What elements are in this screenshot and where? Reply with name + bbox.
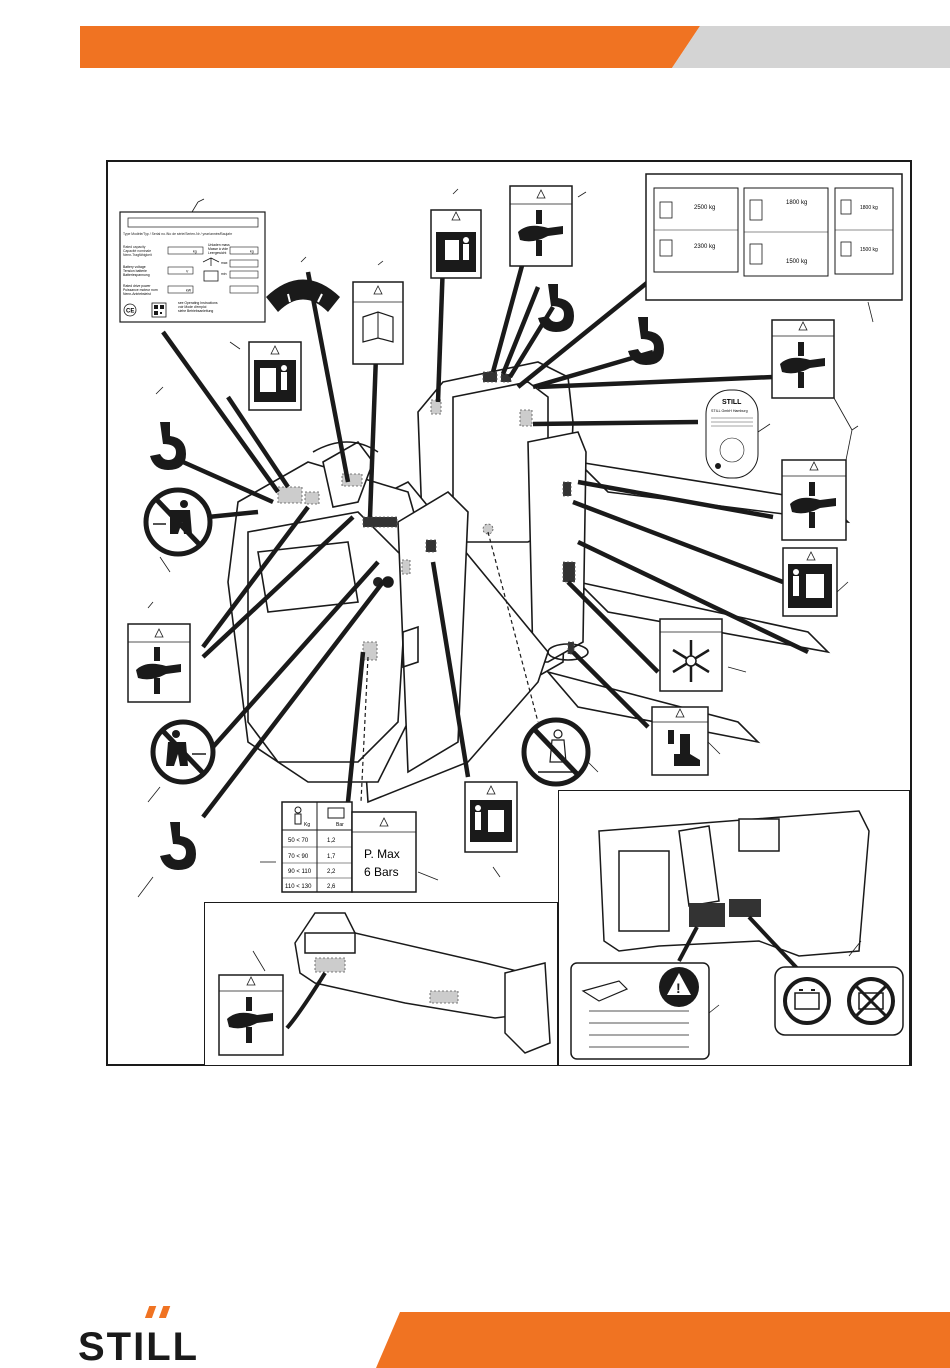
header-gray-bar (672, 26, 950, 68)
svg-text:min: min (221, 272, 227, 276)
key-switch-label (266, 256, 340, 312)
svg-text:CE: CE (126, 309, 134, 315)
dashed-leaders (360, 531, 539, 803)
truck-decal-drawing: Type Modèle/Typ / Serial no./No de série… (119, 173, 903, 898)
pressure-row-4-bar: 2,6 (327, 884, 336, 890)
read-manual-label (352, 260, 404, 365)
svg-text:max: max (221, 261, 228, 265)
svg-text:V: V (186, 270, 189, 274)
no-standing-sign-left (143, 487, 213, 573)
svg-text:kg: kg (250, 250, 254, 254)
pmax-line1: P. Max (364, 847, 400, 861)
pressure-row-2-weight: 70 < 90 (288, 854, 309, 860)
no-person-under-load-sign (521, 717, 599, 787)
hand-crush-label-right-2 (781, 459, 847, 541)
rating-plate-label: Type Modèle/Typ / Serial no./No de série… (119, 198, 266, 323)
rating-plate-line1: Type Modèle/Typ / Serial no./No de série… (123, 232, 233, 236)
no-standing-sign-lower (147, 719, 216, 803)
hand-crush-label-left (127, 601, 191, 703)
battery-inset: ! (558, 790, 910, 1066)
logo-text: STILL (78, 1325, 199, 1368)
lifting-hook-icons (137, 284, 664, 898)
svg-text:kW: kW (186, 289, 192, 293)
foot-crush-label (651, 706, 721, 776)
svg-text:!: ! (676, 980, 681, 996)
crush-warning-label-3 (782, 547, 849, 617)
crush-warning-label-4 (464, 781, 518, 878)
header-band (80, 26, 950, 68)
pressure-row-3-weight: 90 < 110 (288, 869, 312, 875)
load-value-1: 2500 kg (694, 205, 715, 211)
tyre-pressure-label: Kg Bar 50 < 70 1,2 70 < 90 1,7 90 < 110 … (260, 801, 353, 893)
still-logo: STILL (78, 1306, 199, 1368)
hand-crush-label-top (509, 185, 587, 267)
pressure-row-1-weight: 50 < 70 (288, 838, 309, 844)
still-manufacturer-tag: STILL STILL GmbH Hamburg (705, 389, 771, 479)
pressure-row-1-bar: 1,2 (327, 838, 336, 844)
load-chart-labels: 2500 kg 2300 kg 1800 kg 1800 kg 1500 kg … (645, 173, 903, 323)
cold-store-label (659, 618, 747, 692)
crush-warning-label-1 (430, 188, 482, 279)
pressure-header-kg: Kg (304, 822, 310, 828)
truck-illustration (227, 361, 851, 804)
pressure-header-bar: Bar (336, 822, 344, 828)
pmax-label: P. Max 6 Bars (351, 811, 439, 893)
load-value-3: 1800 kg (786, 200, 807, 206)
leader-lines (161, 261, 809, 819)
pressure-row-3-bar: 2,2 (327, 869, 336, 875)
svg-text:kg: kg (193, 250, 197, 254)
pressure-row-2-bar: 1,7 (327, 854, 336, 860)
header-orange-bar (80, 26, 700, 68)
platform-drawing (218, 912, 551, 1056)
pressure-row-4-weight: 110 < 130 (285, 884, 312, 890)
load-value-2: 2300 kg (694, 244, 715, 250)
pmax-line2: 6 Bars (364, 865, 399, 879)
load-value-4: 1800 kg (860, 205, 878, 211)
load-value-5: 1500 kg (786, 259, 807, 265)
footer-orange-bar (376, 1312, 950, 1368)
crush-warning-label-2 (229, 341, 302, 411)
battery-drawing: ! (570, 810, 904, 1060)
still-tag-brand: STILL (722, 399, 742, 406)
decal-overview-figure: Type Modèle/Typ / Serial no./No de série… (106, 160, 912, 1066)
still-tag-line1: STILL GmbH Hamburg (711, 409, 748, 413)
platform-inset (204, 902, 558, 1066)
hand-crush-label-right-1 (771, 319, 835, 399)
footer-band (376, 1312, 950, 1368)
load-value-6: 1500 kg (860, 247, 878, 253)
